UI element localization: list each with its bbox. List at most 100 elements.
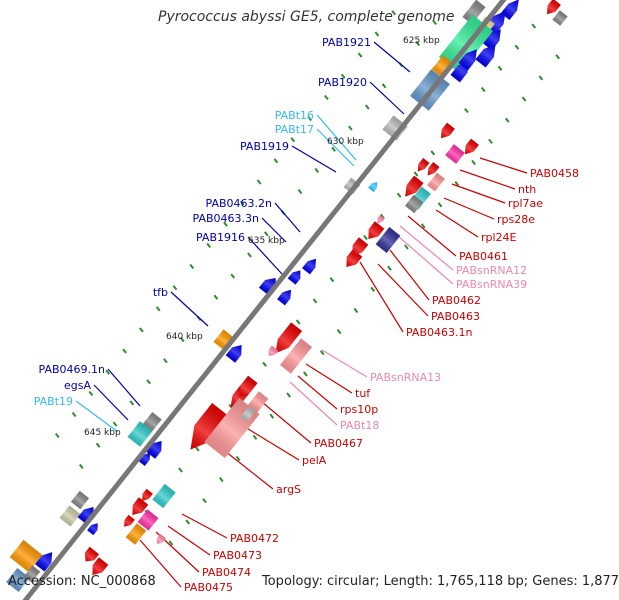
feature-glyph[interactable] [279, 338, 313, 374]
feature-glyph[interactable] [500, 0, 523, 21]
feature-glyph[interactable] [23, 565, 41, 583]
feature-glyph[interactable] [154, 533, 166, 546]
reverse-gene-label[interactable]: rps28e [497, 213, 535, 226]
reverse-gene-label[interactable]: PAB0467 [314, 437, 363, 450]
tick-mark [464, 108, 469, 114]
tick-mark [71, 411, 77, 418]
reverse-gene-label[interactable]: PABt18 [340, 419, 379, 432]
reverse-gene-label[interactable]: PAB0462 [432, 294, 481, 307]
feature-glyph[interactable] [87, 521, 101, 536]
feature-glyph[interactable] [287, 267, 305, 285]
feature-glyph[interactable] [458, 46, 481, 71]
forward-gene-label[interactable]: PAB1916 [196, 231, 245, 244]
tick-mark [319, 350, 325, 356]
feature-glyph[interactable] [137, 509, 159, 531]
forward-gene-label[interactable]: egsA [64, 379, 91, 392]
feature-glyph[interactable] [277, 287, 295, 306]
forward-gene-label[interactable]: PABt16 [275, 109, 314, 122]
feature-glyph[interactable] [139, 488, 153, 503]
reverse-gene-label[interactable]: PAB0461 [459, 250, 508, 263]
feature-glyph[interactable] [482, 26, 505, 51]
reverse-gene-label[interactable]: rps10p [340, 403, 378, 416]
forward-gene-label[interactable]: PABt17 [275, 123, 314, 136]
reverse-gene-label[interactable]: PAB0472 [230, 532, 279, 545]
feature-glyph[interactable] [138, 450, 154, 466]
reverse-gene-label[interactable]: pelA [302, 454, 327, 467]
feature-glyph[interactable] [437, 122, 455, 142]
forward-gene-label[interactable]: PAB1920 [318, 76, 367, 89]
feature-glyph[interactable] [462, 0, 486, 25]
feature-glyph[interactable] [225, 341, 247, 363]
feature-glyph[interactable] [552, 10, 568, 26]
tick-mark [391, 10, 397, 16]
reverse-gene-label[interactable]: PAB0463.1n [406, 326, 472, 339]
feature-glyph[interactable] [6, 567, 30, 593]
feature-glyph[interactable] [415, 158, 430, 174]
reverse-gene-label[interactable]: tuf [355, 387, 371, 400]
feature-glyph[interactable] [368, 180, 380, 193]
feature-glyph[interactable] [152, 483, 176, 509]
feature-glyph[interactable] [461, 138, 479, 158]
feature-glyph[interactable] [543, 0, 561, 17]
feature-glyph[interactable] [427, 172, 445, 192]
feature-glyph[interactable] [127, 421, 153, 447]
feature-glyph[interactable] [88, 557, 109, 579]
feature-glyph[interactable] [382, 115, 408, 141]
tick-mark [194, 446, 200, 452]
feature-glyph[interactable] [431, 55, 453, 77]
feature-glyph[interactable] [475, 41, 500, 68]
forward-gene-label[interactable]: PAB1921 [322, 36, 371, 49]
feature-glyph[interactable] [9, 539, 43, 573]
feature-glyph[interactable] [266, 345, 279, 359]
forward-gene-label[interactable]: PAB1919 [240, 140, 289, 153]
reverse-gene-label[interactable]: argS [276, 483, 301, 496]
forward-gene-label[interactable]: PAB0463.2n [206, 197, 272, 210]
feature-glyph[interactable] [404, 194, 424, 214]
feature-glyph[interactable] [181, 402, 231, 457]
tick-mark [420, 223, 426, 229]
feature-glyph[interactable] [445, 144, 465, 164]
reverse-gene-label[interactable]: rpl7ae [508, 197, 543, 210]
reverse-gene-label[interactable]: PAB0458 [530, 167, 579, 180]
feature-glyph[interactable] [400, 175, 424, 201]
forward-gene-label[interactable]: PAB0469.1n [39, 363, 105, 376]
tick-mark [139, 327, 144, 333]
reverse-gene-label[interactable]: PAB0475 [184, 581, 233, 594]
reverse-gene-label[interactable]: PAB0463 [431, 310, 480, 323]
reverse-gene-label[interactable]: PABsnRNA39 [456, 278, 527, 291]
feature-glyph[interactable] [240, 406, 256, 422]
reverse-gene-label[interactable]: PABsnRNA12 [456, 264, 527, 277]
reverse-gene-label[interactable]: PAB0474 [202, 566, 251, 579]
reverse-gene-label[interactable]: PABsnRNA13 [370, 371, 441, 384]
feature-glyph[interactable] [121, 514, 135, 529]
tick-mark [538, 75, 544, 81]
feature-glyph[interactable] [81, 546, 100, 565]
feature-glyph[interactable] [342, 249, 363, 271]
reverse-gene-label[interactable]: rpl24E [481, 231, 517, 244]
feature-glyph[interactable] [302, 256, 320, 275]
forward-gene-label[interactable]: tfb [153, 286, 168, 299]
reverse-gene-label[interactable]: PAB0473 [213, 549, 262, 562]
reverse-gene-label[interactable]: nth [518, 183, 536, 196]
feature-glyph[interactable] [425, 162, 440, 178]
feature-glyph[interactable] [70, 490, 90, 510]
feature-glyph[interactable] [375, 227, 401, 253]
tick-mark [437, 202, 443, 208]
feature-glyph[interactable] [270, 322, 303, 357]
feature-glyph[interactable] [59, 505, 81, 527]
feature-glyph[interactable] [125, 523, 147, 545]
tick-mark [363, 234, 368, 241]
feature-glyph[interactable] [348, 237, 369, 259]
feature-glyph[interactable] [247, 391, 269, 413]
feature-glyph[interactable] [213, 329, 235, 351]
forward-gene-label[interactable]: PAB0463.3n [193, 212, 259, 225]
tick-mark [146, 379, 151, 385]
tick-mark [336, 329, 342, 335]
feature-glyph[interactable] [234, 375, 258, 401]
feature-glyph[interactable] [375, 215, 385, 225]
tick-mark [239, 200, 245, 206]
feature-glyph[interactable] [364, 221, 385, 243]
feature-glyph[interactable] [35, 548, 57, 572]
forward-gene-label[interactable]: PABt19 [34, 395, 73, 408]
feature-glyph[interactable] [128, 497, 149, 519]
